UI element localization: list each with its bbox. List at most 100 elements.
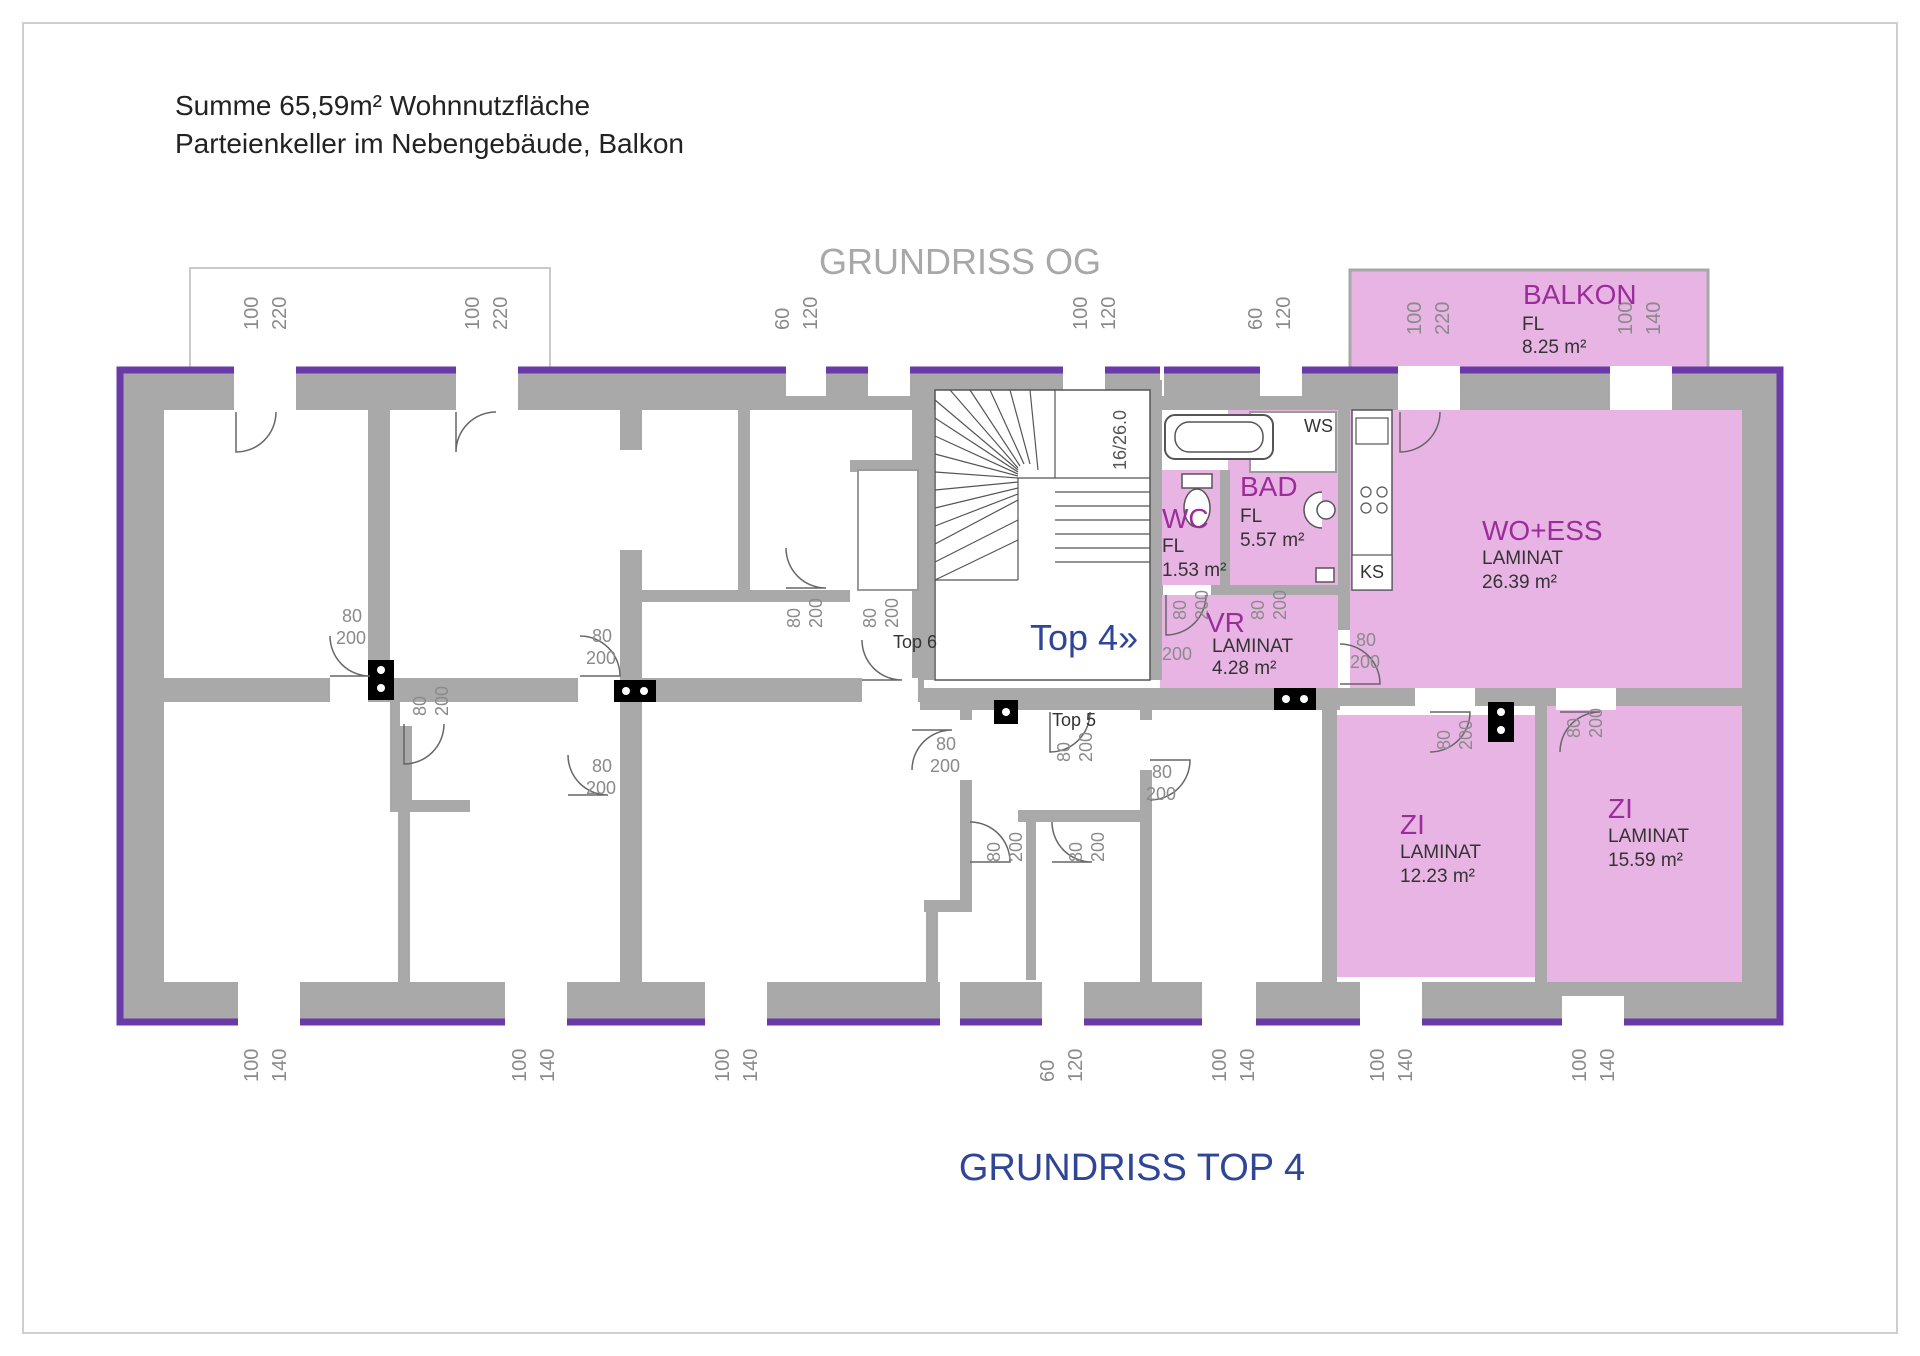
drawing-frame — [22, 22, 1898, 1334]
svg-text:200: 200 — [1456, 720, 1476, 750]
title-og: GRUNDRISS OG — [819, 241, 1101, 282]
svg-text:60: 60 — [1245, 308, 1267, 330]
svg-text:100: 100 — [1569, 1049, 1591, 1082]
area-summary-note: Summe 65,59m² Wohnnutzfläche — [175, 90, 591, 121]
svg-text:200: 200 — [1006, 832, 1026, 862]
chimneys — [368, 660, 1514, 742]
svg-text:200: 200 — [930, 756, 960, 776]
svg-text:200: 200 — [586, 648, 616, 668]
room-fill-balkon — [1348, 268, 1710, 372]
room-name: WO+ESS — [1482, 515, 1603, 546]
svg-text:100: 100 — [1615, 302, 1637, 335]
svg-text:200: 200 — [1350, 652, 1380, 672]
svg-text:80: 80 — [1152, 762, 1172, 782]
unit-label-top4: Top 4» — [1030, 617, 1138, 658]
staircase: 16/26.0 — [934, 389, 1151, 681]
svg-text:100: 100 — [462, 297, 484, 330]
washbasin — [1303, 491, 1336, 583]
toilet — [1181, 473, 1213, 528]
kitchen-counter — [1351, 409, 1393, 591]
room-area: 8.25 m² — [1522, 337, 1586, 358]
room-fill-wohn-ess — [1350, 410, 1742, 692]
dimension-label: 100 140 — [712, 1049, 762, 1082]
svg-text:100: 100 — [241, 1049, 263, 1082]
room-name: VR — [1206, 607, 1245, 638]
svg-text:120: 120 — [1098, 297, 1120, 330]
svg-text:100: 100 — [1367, 1049, 1389, 1082]
svg-text:80: 80 — [1564, 718, 1584, 738]
svg-text:200: 200 — [1146, 784, 1176, 804]
svg-text:200: 200 — [1076, 732, 1096, 762]
svg-text:100: 100 — [712, 1049, 734, 1082]
room-area: 12.23 m² — [1400, 866, 1475, 887]
dimension-label: 100 220 — [462, 297, 512, 330]
svg-text:60: 60 — [772, 308, 794, 330]
wall-openings — [234, 366, 1672, 1026]
svg-text:200: 200 — [336, 628, 366, 648]
svg-text:220: 220 — [1432, 302, 1454, 335]
svg-text:200: 200 — [1586, 708, 1606, 738]
svg-text:80: 80 — [936, 734, 956, 754]
storage-note: Parteienkeller im Nebengebäude, Balkon — [175, 128, 684, 159]
room-floor: LAMINAT — [1608, 826, 1689, 847]
room-label-vr: VR LAMINAT 4.28 m² — [1206, 607, 1293, 679]
stair-label: 16/26.0 — [1110, 410, 1130, 470]
svg-text:100: 100 — [1070, 297, 1092, 330]
room-area: 5.57 m² — [1240, 530, 1304, 551]
svg-text:200: 200 — [1162, 644, 1192, 664]
room-fill-wc — [1160, 470, 1224, 585]
room-name: BAD — [1240, 471, 1298, 502]
svg-text:100: 100 — [1209, 1049, 1231, 1082]
svg-text:80: 80 — [784, 608, 804, 628]
unit-label-top6: Top 6 — [893, 632, 937, 652]
svg-text:100: 100 — [1404, 302, 1426, 335]
svg-text:200: 200 — [1192, 590, 1212, 620]
room-label-balkon: BALKON FL 8.25 m² — [1522, 279, 1637, 358]
svg-text:200: 200 — [586, 778, 616, 798]
svg-text:100: 100 — [509, 1049, 531, 1082]
door-dim: 200 — [1162, 644, 1192, 664]
svg-text:140: 140 — [269, 1049, 291, 1082]
svg-text:80: 80 — [1066, 842, 1086, 862]
small-room-outline — [857, 469, 919, 591]
bathtub — [1164, 414, 1274, 460]
svg-text:80: 80 — [1248, 600, 1268, 620]
svg-text:140: 140 — [740, 1049, 762, 1082]
svg-text:80: 80 — [984, 842, 1004, 862]
svg-text:60: 60 — [1037, 1060, 1059, 1082]
svg-text:80: 80 — [1054, 742, 1074, 762]
svg-text:140: 140 — [537, 1049, 559, 1082]
svg-text:80: 80 — [860, 608, 880, 628]
svg-text:100: 100 — [241, 297, 263, 330]
svg-text:200: 200 — [806, 598, 826, 628]
dimension-label: 60 120 — [772, 297, 822, 330]
room-area: 26.39 m² — [1482, 572, 1557, 593]
svg-text:140: 140 — [1643, 302, 1665, 335]
room-floor: LAMINAT — [1482, 548, 1563, 569]
svg-text:200: 200 — [1088, 832, 1108, 862]
unit-label-top5: Top 5 — [1052, 710, 1096, 730]
room-fill-zimmer-1 — [1337, 715, 1535, 977]
svg-text:120: 120 — [800, 297, 822, 330]
svg-text:80: 80 — [1434, 730, 1454, 750]
svg-text:220: 220 — [490, 297, 512, 330]
ks-label: KS — [1360, 562, 1384, 582]
svg-text:220: 220 — [269, 297, 291, 330]
